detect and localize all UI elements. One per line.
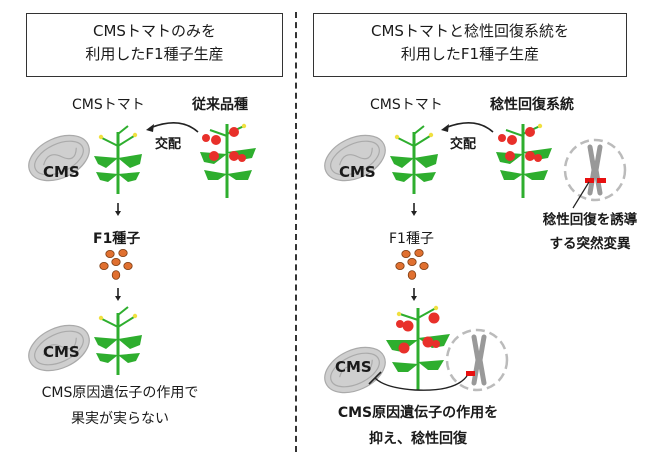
left-mito-label-top: CMS bbox=[43, 163, 80, 181]
right-down-arrow-2 bbox=[411, 288, 417, 301]
right-f1-seed-label: F1種子 bbox=[389, 231, 434, 247]
left-down-arrow-1 bbox=[115, 203, 121, 216]
right-chromosome-top-icon bbox=[563, 138, 627, 202]
left-cross-label: 交配 bbox=[155, 137, 182, 152]
left-down-arrow-2 bbox=[115, 288, 121, 301]
right-cross-arrow bbox=[441, 122, 494, 133]
right-f1-plant-icon bbox=[386, 305, 450, 390]
left-f1-seed-label: F1種子 bbox=[93, 231, 141, 247]
right-mitochondria-bottom-icon bbox=[324, 346, 386, 394]
mutation-line2: する突然変異 bbox=[549, 236, 631, 252]
right-down-arrow-1 bbox=[411, 203, 417, 216]
right-title-line2: 利用したF1種子生産 bbox=[400, 45, 540, 63]
left-cross-arrow bbox=[146, 122, 199, 133]
right-f1-seeds-icon bbox=[395, 249, 429, 280]
left-mitochondria-top-icon bbox=[28, 134, 90, 182]
left-cms-tomato-label: CMSトマト bbox=[72, 97, 145, 113]
inhibition-line bbox=[368, 371, 468, 391]
left-mito-label-bottom: CMS bbox=[43, 343, 80, 361]
left-title-line1: CMSトマトのみを bbox=[93, 22, 216, 40]
left-title-box: CMSトマトのみを 利用したF1種子生産 bbox=[26, 13, 283, 77]
left-conventional-plant-icon bbox=[200, 123, 256, 198]
right-restorer-label: 稔性回復系統 bbox=[490, 97, 574, 113]
mutation-line1: 稔性回復を誘導 bbox=[542, 212, 638, 228]
mutation-pointer-line bbox=[572, 181, 590, 209]
right-cross-label: 交配 bbox=[450, 137, 477, 152]
left-f1-plant-icon bbox=[94, 306, 142, 375]
left-f1-seeds-icon bbox=[99, 249, 133, 280]
right-result-line1: CMS原因遺伝子の作用を bbox=[337, 405, 499, 421]
left-conventional-label: 従来品種 bbox=[192, 97, 248, 113]
left-cms-tomato-plant-icon bbox=[94, 125, 142, 194]
right-result-line2: 抑え、稔性回復 bbox=[369, 431, 467, 447]
right-title-box: CMSトマトと稔性回復系統を 利用したF1種子生産 bbox=[313, 13, 627, 77]
right-chromosome-bottom-icon bbox=[445, 328, 509, 392]
left-mitochondria-bottom-icon bbox=[28, 324, 90, 372]
panel-divider bbox=[295, 12, 297, 452]
right-mito-label-bottom: CMS bbox=[335, 358, 372, 376]
left-result-line1: CMS原因遺伝子の作用で bbox=[41, 385, 199, 401]
right-mito-label-top: CMS bbox=[339, 163, 376, 181]
right-title-line1: CMSトマトと稔性回復系統を bbox=[371, 22, 569, 40]
left-result-line2: 果実が実らない bbox=[71, 411, 169, 427]
left-title-line2: 利用したF1種子生産 bbox=[85, 45, 224, 63]
right-cms-tomato-label: CMSトマト bbox=[370, 97, 443, 113]
left-result-caption: CMS原因遺伝子の作用で 果実が実らない bbox=[20, 380, 220, 432]
right-cms-tomato-plant-icon bbox=[390, 125, 438, 194]
mutation-caption: 稔性回復を誘導 する突然変異 bbox=[520, 208, 660, 256]
right-result-caption: CMS原因遺伝子の作用を 抑え、稔性回復 bbox=[318, 400, 518, 452]
right-restorer-plant-icon bbox=[496, 123, 552, 198]
right-mitochondria-top-icon bbox=[324, 134, 386, 182]
